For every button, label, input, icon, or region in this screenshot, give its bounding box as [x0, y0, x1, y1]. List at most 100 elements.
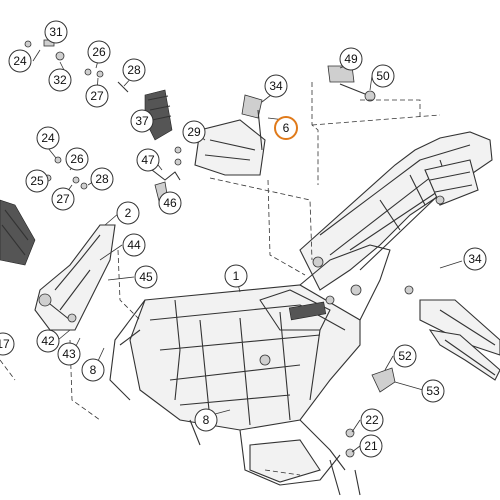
callout-25: 25: [25, 169, 49, 193]
callout-number: 50: [376, 69, 390, 83]
callout-circle: [51, 187, 75, 211]
callout-37: 37: [130, 109, 154, 133]
callout-28: 28: [122, 58, 146, 82]
footrest-bracket-drawing: [34, 224, 116, 331]
callout-8: 8: [194, 408, 218, 432]
callout-34: 34: [463, 247, 487, 271]
callout-24: 24: [36, 126, 60, 150]
callout-circle: [421, 379, 445, 403]
hardware-lower-right: [345, 367, 396, 458]
foot-peg-lower-drawing: [0, 199, 36, 266]
callout-26: 26: [65, 147, 89, 171]
callout-number: 43: [62, 347, 76, 361]
callout-circle: [339, 47, 363, 71]
callout-8: 8: [81, 358, 105, 382]
callout-1: 1: [224, 264, 248, 288]
callout-number: 37: [135, 114, 149, 128]
callout-number: 53: [426, 384, 440, 398]
callout-circle: [25, 169, 49, 193]
callout-circle: [90, 167, 114, 191]
callout-circle: [36, 329, 60, 353]
callout-49: 49: [339, 47, 363, 71]
callout-number: 32: [53, 73, 67, 87]
callout-42: 42: [36, 329, 60, 353]
callout-circle: [194, 408, 218, 432]
callout-28: 28: [90, 167, 114, 191]
callout-number: 25: [30, 174, 44, 188]
callout-45: 45: [134, 265, 158, 289]
callout-24: 24: [8, 49, 32, 73]
callout-number: 34: [468, 252, 482, 266]
callout-number: 17: [0, 337, 10, 351]
callout-2: 2: [116, 201, 140, 225]
callout-circle: [44, 20, 68, 44]
callout-circle: [136, 148, 160, 172]
callout-6: 6: [274, 116, 298, 140]
callout-circle: [0, 332, 15, 356]
callout-circle: [48, 68, 72, 92]
callout-29: 29: [182, 120, 206, 144]
callout-32: 32: [48, 68, 72, 92]
top-bracket-drawing: [327, 65, 376, 102]
main-frame-drawing: [109, 131, 493, 496]
callout-34: 34: [264, 74, 288, 98]
callout-number: 44: [127, 238, 141, 252]
callout-53: 53: [421, 379, 445, 403]
callout-52: 52: [393, 344, 417, 368]
callout-circle: [359, 434, 383, 458]
callout-number: 52: [398, 349, 412, 363]
callout-circle: [264, 74, 288, 98]
callout-circle: [65, 147, 89, 171]
callout-circle: [182, 120, 206, 144]
callout-number: 42: [41, 334, 55, 348]
callout-number: 27: [56, 192, 70, 206]
callout-number: 34: [269, 79, 283, 93]
callout-21: 21: [359, 434, 383, 458]
callout-circle: [116, 201, 140, 225]
callout-circle: [57, 342, 81, 366]
callout-circle: [158, 191, 182, 215]
callout-number: 24: [41, 131, 55, 145]
callout-46: 46: [158, 191, 182, 215]
callout-number: 28: [95, 172, 109, 186]
callout-circle: [36, 126, 60, 150]
callout-31: 31: [44, 20, 68, 44]
callout-number: 31: [49, 25, 63, 39]
callout-circle: [8, 49, 32, 73]
assembly-lines: [0, 82, 441, 476]
callout-number: 28: [127, 63, 141, 77]
callout-number: 47: [141, 153, 155, 167]
callout-number: 2: [125, 206, 132, 220]
callout-number: 46: [163, 196, 177, 210]
callout-circle: [360, 408, 384, 432]
callout-number: 21: [364, 439, 378, 453]
callout-number: 29: [187, 125, 201, 139]
callout-43: 43: [57, 342, 81, 366]
callout-17: 17: [0, 332, 15, 356]
callout-layer: 31 24 32 26 27 28 37 34 29 6 49 50 24 26 25 28 27 47 46 2 44…: [0, 20, 487, 458]
callout-circle: [134, 265, 158, 289]
callout-number: 24: [13, 54, 27, 68]
callout-26: 26: [87, 40, 111, 64]
callout-number: 6: [283, 121, 290, 135]
callout-27: 27: [85, 84, 109, 108]
callout-circle: [274, 116, 298, 140]
swingarm-bracket-drawing: [419, 299, 500, 381]
callout-circle: [122, 233, 146, 257]
callout-27: 27: [51, 187, 75, 211]
callout-circle: [87, 40, 111, 64]
callout-circle: [393, 344, 417, 368]
callout-circle: [122, 58, 146, 82]
callout-number: 1: [233, 269, 240, 283]
callout-circle: [371, 64, 395, 88]
callout-circle: [224, 264, 248, 288]
callout-circle: [81, 358, 105, 382]
callout-47: 47: [136, 148, 160, 172]
callout-number: 45: [139, 270, 153, 284]
engine-mount-drawing: [174, 94, 266, 176]
callout-circle: [85, 84, 109, 108]
callout-22: 22: [360, 408, 384, 432]
callout-number: 27: [90, 89, 104, 103]
callout-circle: [463, 247, 487, 271]
